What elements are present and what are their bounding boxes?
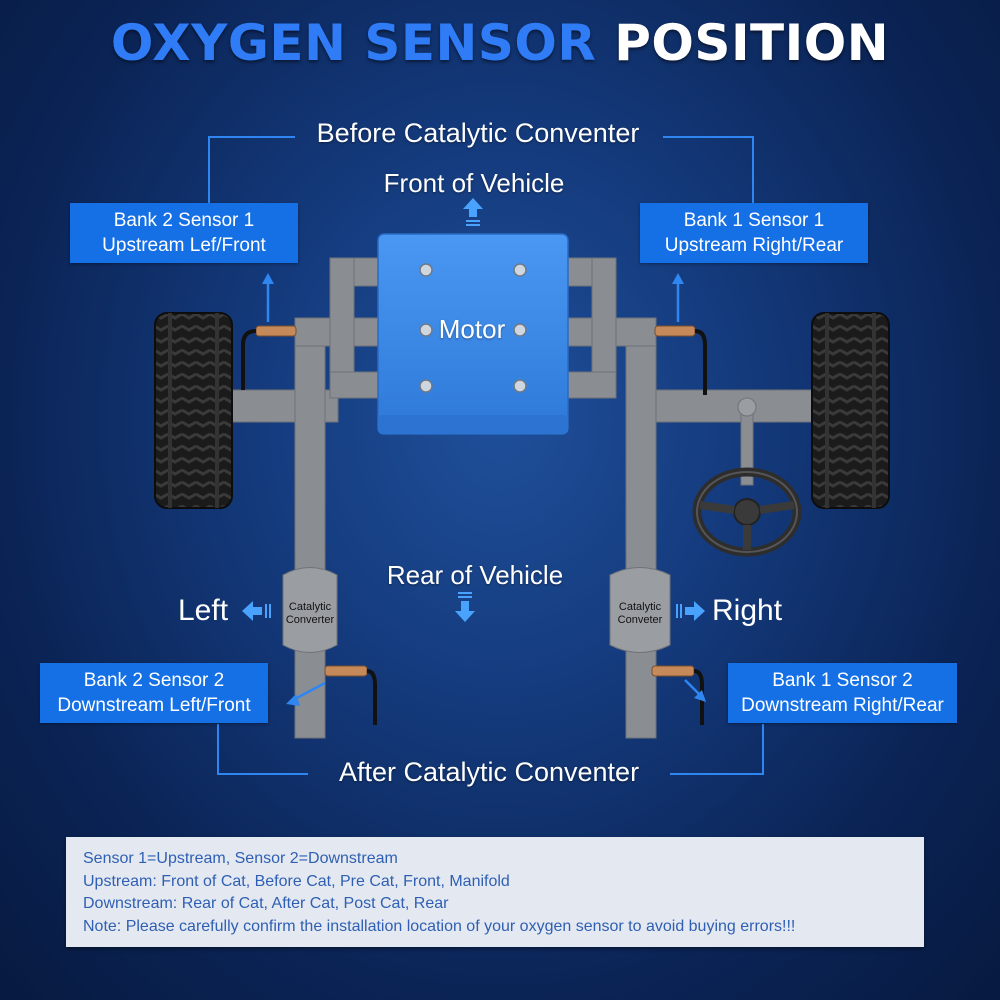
note-line: Note: Please carefully confirm the insta…	[83, 917, 796, 935]
notes-panel: Sensor 1=Upstream, Sensor 2=Downstream U…	[66, 837, 924, 947]
bank1-sensor1-box: Bank 1 Sensor 1 Upstream Right/Rear	[640, 203, 868, 263]
arrow-up-icon	[262, 273, 274, 322]
bank1-sensor2-box: Bank 1 Sensor 2 Downstream Right/Rear	[728, 663, 957, 723]
arrow-up-icon	[286, 681, 326, 706]
bank1-sensor1-title: Bank 1 Sensor 1	[683, 210, 825, 231]
title-part-1: OXYGEN SENSOR	[110, 14, 597, 72]
right-axle	[644, 389, 818, 423]
cat-left-line-2: Converter	[285, 614, 335, 626]
bank1-sensor2-title: Bank 1 Sensor 2	[772, 670, 913, 691]
bank1-sensor2-desc: Downstream Right/Rear	[741, 695, 944, 716]
oxygen-sensor-icon	[654, 325, 707, 395]
cat-right-line-1: Catalytic	[618, 601, 662, 613]
bank2-sensor1-desc: Upstream Lef/Front	[102, 235, 266, 256]
bank2-sensor1-title: Bank 2 Sensor 1	[113, 210, 255, 231]
left-label: Left	[178, 594, 229, 627]
bank2-sensor1-box: Bank 2 Sensor 1 Upstream Lef/Front	[70, 203, 298, 263]
note-line: Sensor 1=Upstream, Sensor 2=Downstream	[83, 850, 398, 867]
arrow-left-icon	[242, 601, 271, 621]
oxygen-sensor-icon	[241, 325, 297, 390]
arrow-up-icon	[463, 198, 483, 226]
steering-wheel-icon	[692, 397, 802, 557]
note-line: Upstream: Front of Cat, Before Cat, Pre …	[83, 872, 510, 890]
bank2-sensor2-desc: Downstream Left/Front	[57, 695, 251, 716]
after-cat-connector	[217, 724, 764, 775]
title-part-2: POSITION	[614, 14, 890, 72]
page-title: OXYGEN SENSOR POSITION	[0, 14, 1000, 72]
motor-label: Motor	[438, 314, 506, 344]
after-cat-label: After Catalytic Conventer	[338, 757, 640, 787]
arrow-up-icon	[672, 273, 684, 322]
bank1-sensor1-desc: Upstream Right/Rear	[664, 235, 844, 256]
vehicle-frame	[294, 257, 657, 739]
right-label: Right	[712, 594, 783, 627]
catalytic-converter-left	[282, 567, 338, 653]
catalytic-converter-right	[609, 567, 671, 653]
arrow-right-icon	[676, 601, 705, 621]
oxygen-sensor-icon	[324, 665, 377, 725]
wheel-icon	[811, 312, 890, 509]
note-line: Downstream: Rear of Cat, After Cat, Post…	[83, 895, 449, 912]
oxygen-sensor-icon	[651, 665, 704, 725]
arrow-down-icon	[455, 592, 475, 622]
front-of-vehicle-label: Front of Vehicle	[383, 168, 565, 198]
wheel-icon	[154, 312, 233, 509]
bank2-sensor2-box: Bank 2 Sensor 2 Downstream Left/Front	[40, 663, 268, 723]
before-cat-label: Before Catalytic Conventer	[316, 118, 640, 148]
catalytic-converter-right-label: Catalytic Conveter	[606, 601, 674, 627]
arrow-down-icon	[684, 679, 706, 702]
rear-of-vehicle-label: Rear of Vehicle	[386, 560, 564, 590]
bank2-sensor2-title: Bank 2 Sensor 2	[83, 670, 225, 691]
before-cat-connector	[208, 136, 754, 203]
catalytic-converter-left-label: Catalytic Converter	[279, 601, 341, 627]
motor-block	[377, 233, 569, 435]
cat-left-line-1: Catalytic	[288, 601, 332, 613]
cat-right-line-2: Conveter	[617, 614, 663, 626]
